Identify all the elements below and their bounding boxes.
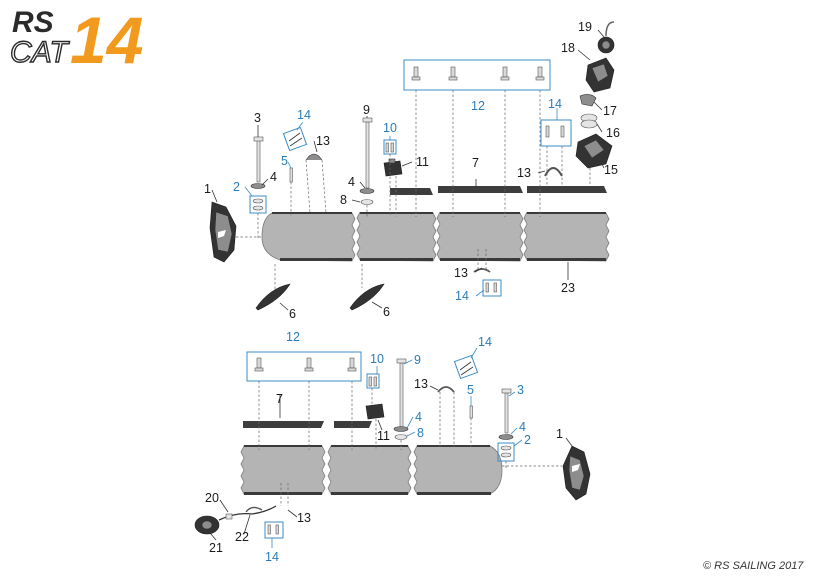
callout-4: 4 <box>348 175 355 189</box>
bracket-13-below-top <box>473 249 502 297</box>
hull-tube-top <box>261 211 610 262</box>
callout-15: 15 <box>604 163 618 177</box>
bottom-callout-labels: 12 7 10 11 9 4 8 14 13 5 3 4 2 1 20 21 2… <box>205 330 563 564</box>
hatch-bracket-left-top <box>282 126 327 214</box>
callout-14: 14 <box>297 108 311 122</box>
callout-1: 1 <box>556 427 563 441</box>
callout-11: 11 <box>377 429 390 443</box>
mast-step-fittings <box>575 21 615 186</box>
callout-4: 4 <box>519 420 526 434</box>
top-callout-labels: 1 2 3 4 5 14 13 6 9 10 11 4 8 6 12 7 13 … <box>204 20 620 321</box>
callout-7: 7 <box>472 156 479 170</box>
callout-21: 21 <box>209 541 223 555</box>
callout-11: 11 <box>416 155 429 169</box>
callout-4: 4 <box>415 410 422 424</box>
stern-cap-bottom <box>502 445 591 501</box>
bottom-leader-lines <box>209 347 573 548</box>
callout-5: 5 <box>281 154 288 168</box>
rivet-set-12-bottom <box>246 351 362 450</box>
bottom-hull-assembly: 12 7 10 11 9 4 8 14 13 5 3 4 2 1 20 21 2… <box>194 330 591 564</box>
rs-cat-14-logo: RS CAT 14 <box>9 3 143 77</box>
callout-13: 13 <box>517 166 531 180</box>
callout-10: 10 <box>370 352 384 366</box>
callout-13: 13 <box>414 377 428 391</box>
callout-12: 12 <box>471 99 485 113</box>
hatch-bracket-bottom <box>437 354 479 447</box>
callout-14: 14 <box>265 550 279 564</box>
logo-rs-text: RS <box>12 6 54 39</box>
bolt-and-washers-left-top <box>249 136 293 240</box>
block-11-bottom <box>365 373 385 450</box>
hatch-bracket-right-top <box>540 119 572 186</box>
callout-6: 6 <box>383 305 390 319</box>
callout-14: 14 <box>455 289 469 303</box>
callout-8: 8 <box>340 193 347 207</box>
bolt-and-washers-right-bottom <box>469 388 515 470</box>
bow-cap-top <box>209 201 237 263</box>
callout-20: 20 <box>205 491 219 505</box>
block-11-top <box>383 139 403 217</box>
callout-13: 13 <box>454 266 468 280</box>
callout-16: 16 <box>606 126 620 140</box>
callout-7: 7 <box>276 392 283 406</box>
copyright-text: © RS SAILING 2017 <box>703 560 804 572</box>
callout-8: 8 <box>417 426 424 440</box>
callout-12: 12 <box>286 330 300 344</box>
callout-9: 9 <box>414 353 421 367</box>
drain-bung-assembly <box>194 483 289 539</box>
callout-2: 2 <box>524 433 531 447</box>
rub-strip-bottom <box>243 421 372 428</box>
callout-10: 10 <box>383 121 397 135</box>
logo-number-text: 14 <box>70 3 143 77</box>
fins-6-top <box>255 264 385 311</box>
callout-19: 19 <box>578 20 592 34</box>
callout-3: 3 <box>517 383 524 397</box>
logo-cat-text: CAT <box>10 36 70 69</box>
callout-14: 14 <box>478 335 492 349</box>
long-bolt-9-top <box>359 117 375 217</box>
callout-1: 1 <box>204 182 211 196</box>
callout-18: 18 <box>561 41 575 55</box>
callout-22: 22 <box>235 530 249 544</box>
callout-13: 13 <box>297 511 311 525</box>
callout-23: 23 <box>561 281 575 295</box>
callout-17: 17 <box>603 104 617 118</box>
top-hull-assembly: 1 2 3 4 5 14 13 6 9 10 11 4 8 6 12 7 13 … <box>204 20 620 321</box>
rivet-set-12-top <box>403 59 551 217</box>
hull-tube-bottom <box>240 445 503 495</box>
callout-9: 9 <box>363 103 370 117</box>
top-leader-lines <box>211 29 605 311</box>
rub-strip-top <box>390 186 607 195</box>
callout-13: 13 <box>316 134 330 148</box>
long-bolt-9-bottom <box>393 358 409 450</box>
callout-2: 2 <box>233 180 240 194</box>
callout-14: 14 <box>548 97 562 111</box>
callout-5: 5 <box>467 383 474 397</box>
callout-4: 4 <box>270 170 277 184</box>
callout-6: 6 <box>289 307 296 321</box>
callout-3: 3 <box>254 111 261 125</box>
